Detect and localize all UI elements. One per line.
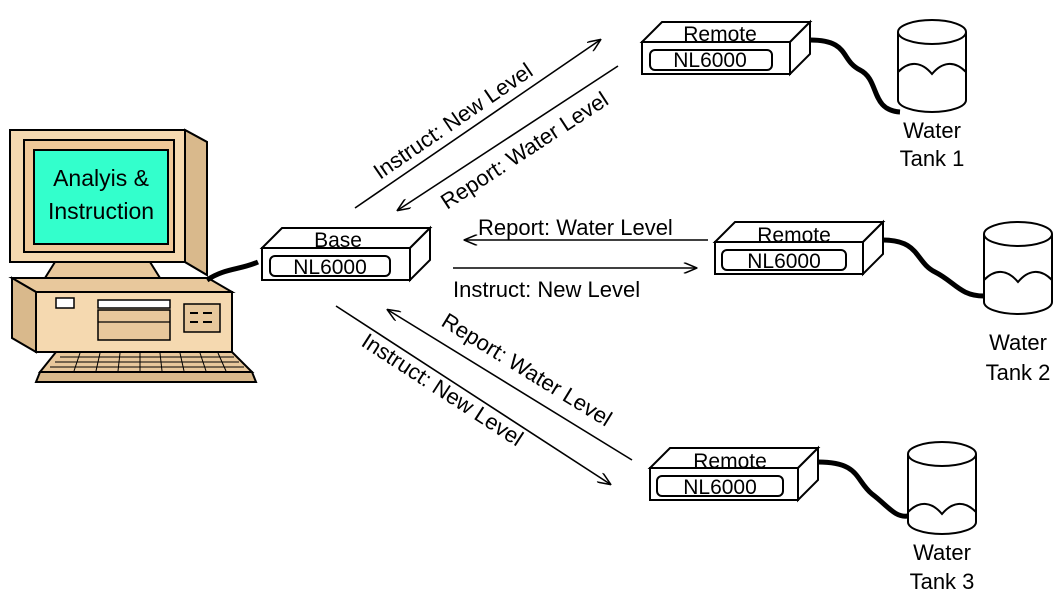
base-model: NL6000 (293, 256, 367, 279)
keyboard (34, 351, 258, 383)
link-1-instruct-arrow (354, 40, 600, 209)
remote-1-model: NL6000 (673, 49, 747, 72)
remote-2-title: Remote (757, 224, 831, 247)
base-device: Base NL6000 (259, 225, 433, 283)
link-3-report-arrow (388, 310, 633, 461)
tank-1-line-2: Tank 1 (900, 146, 965, 171)
screen-line-2: Instruction (48, 198, 154, 224)
tank-3-line-2: Tank 3 (910, 569, 975, 594)
tank-1-line-1: Water (903, 118, 961, 143)
link-1: Instruct: New Level Report: Water Level (354, 40, 619, 214)
computer: Analyis & Instruction (8, 128, 258, 383)
link-3: Report: Water Level Instruct: New Level (335, 305, 633, 484)
base-title: Base (314, 229, 362, 252)
tank-2-line-2: Tank 2 (986, 360, 1051, 385)
link-2-report-label: Report: Water Level (478, 215, 673, 240)
remote-1-title: Remote (683, 23, 757, 46)
remote-2-tank-cable (882, 237, 985, 299)
monitor-screen (33, 149, 169, 245)
link-2-instruct-label: Instruct: New Level (453, 277, 640, 302)
remote-1-tank-cable (809, 37, 901, 115)
remote-3-model: NL6000 (683, 476, 757, 499)
tank-2-line-1: Water (989, 330, 1047, 355)
water-tank-1: Water Tank 1 (897, 19, 967, 171)
system-unit (8, 276, 236, 354)
remote-device-3: Remote NL6000 (647, 445, 821, 503)
link-1-report-arrow (398, 65, 619, 210)
remote-2-model: NL6000 (747, 250, 821, 273)
remote-device-1: Remote NL6000 (639, 19, 813, 77)
screen-line-1: Analyis & (53, 165, 149, 191)
tank-3-line-1: Water (913, 540, 971, 565)
monitor: Analyis & Instruction (9, 128, 208, 279)
link-2: Report: Water Level Instruct: New Level (453, 215, 708, 302)
link-3-instruct-arrow (335, 305, 610, 484)
remote-device-2: Remote NL6000 (712, 219, 886, 277)
computer-base-cable (205, 259, 260, 283)
remote-3-tank-cable (817, 459, 909, 519)
water-tank-3: Water Tank 3 (907, 441, 977, 594)
remote-3-title: Remote (693, 450, 767, 473)
water-tank-2: Water Tank 2 (983, 221, 1053, 385)
